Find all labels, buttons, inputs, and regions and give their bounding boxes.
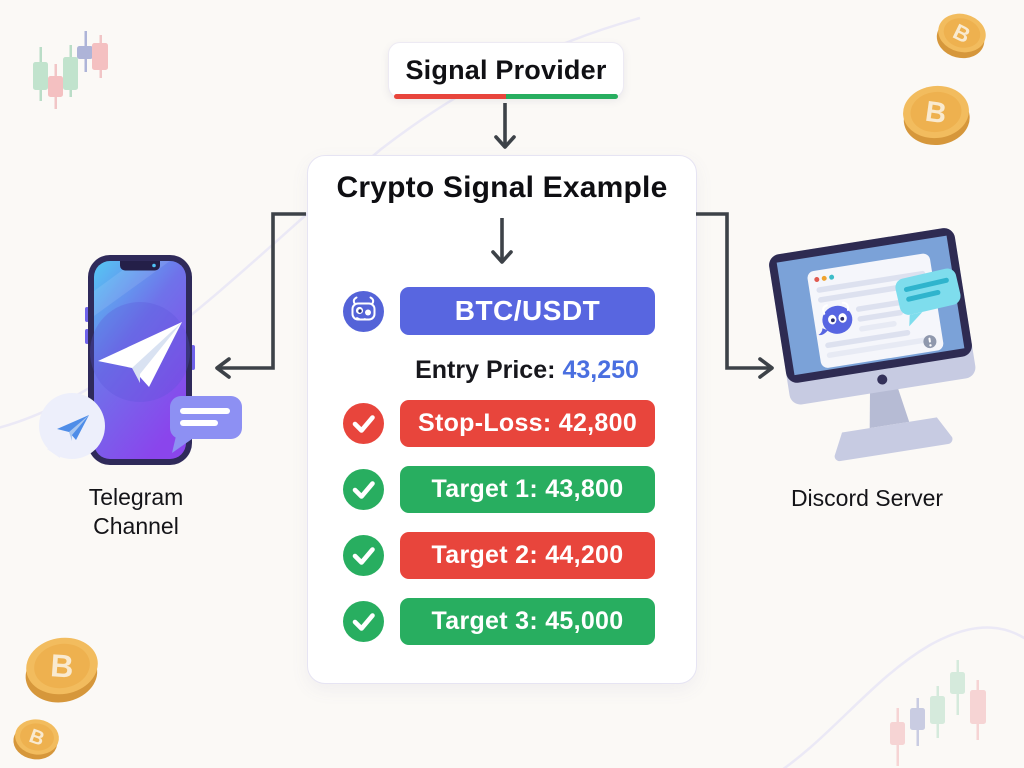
- entry-price-line: Entry Price:43,250: [400, 356, 654, 385]
- arrowhead-down-icon: [494, 135, 516, 149]
- window-dot-orange-icon: [821, 275, 827, 281]
- connector-card-to-discord: [696, 212, 770, 370]
- pair-row: BTC/USDT: [343, 287, 655, 335]
- target-2-banner: Target 2: 44,200: [400, 531, 655, 579]
- discord-mascot-icon: [818, 301, 853, 336]
- bitcoin-symbol: B: [923, 96, 948, 131]
- bitcoin-symbol: B: [26, 725, 47, 751]
- red-green-underline: [394, 94, 618, 99]
- stop-loss-banner: Stop-Loss: 42,800: [400, 399, 655, 447]
- notification-icon: [923, 335, 937, 349]
- bitcoin-coin-bottom-large: B: [25, 637, 98, 703]
- window-dot-teal-icon: [829, 274, 835, 280]
- decor-curve-bottom-right: [782, 626, 1024, 768]
- chat-bubble-message-icon: [170, 396, 242, 453]
- signal-row-target-1: Target 1: 43,800: [343, 465, 655, 513]
- discord-server-label: Discord Server: [790, 485, 944, 511]
- candlestick-chart-bottom-right: [890, 660, 986, 766]
- bitcoin-coin-top-small: B: [936, 13, 986, 59]
- target-3-banner: Target 3: 45,000: [400, 597, 655, 645]
- pair-banner: BTC/USDT: [400, 287, 655, 335]
- window-dot-red-icon: [814, 277, 820, 283]
- chat-bubble-telegram-icon: [39, 393, 105, 459]
- telegram-phone-illustration: [39, 255, 242, 465]
- card-title: Crypto Signal Example: [336, 171, 668, 204]
- check-icon: [343, 468, 384, 510]
- check-icon: [343, 534, 384, 576]
- bitcoin-symbol: B: [949, 19, 974, 48]
- signal-provider-box: Signal Provider: [388, 42, 624, 99]
- monitor-stand-base: [834, 417, 953, 462]
- discord-mascot-icon: [343, 290, 384, 332]
- entry-price-label: Entry Price:: [415, 356, 556, 384]
- monitor-stand-neck: [869, 387, 910, 429]
- check-icon: [343, 402, 384, 444]
- crypto-signal-card: Crypto Signal Example BTC/USDT Entry Pri…: [307, 155, 697, 684]
- signal-provider-label: Signal Provider: [405, 54, 607, 85]
- bitcoin-coin-bottom-small: B: [13, 719, 59, 760]
- signal-row-stop-loss: Stop-Loss: 42,800: [343, 399, 655, 447]
- chat-bubble-cyan-icon: [895, 268, 961, 327]
- bitcoin-coin-top-large: B: [903, 85, 970, 146]
- candlestick-chart-top-left: [33, 31, 108, 109]
- discord-monitor-illustration: [769, 228, 976, 462]
- signal-row-target-3: Target 3: 45,000: [343, 597, 655, 645]
- check-icon: [343, 600, 384, 642]
- target-1-banner: Target 1: 43,800: [400, 465, 655, 513]
- telegram-channel-label: Telegram Channel: [88, 484, 184, 539]
- bitcoin-symbol: B: [49, 647, 75, 685]
- entry-price-value: 43,250: [562, 356, 639, 384]
- signal-row-target-2: Target 2: 44,200: [343, 531, 655, 579]
